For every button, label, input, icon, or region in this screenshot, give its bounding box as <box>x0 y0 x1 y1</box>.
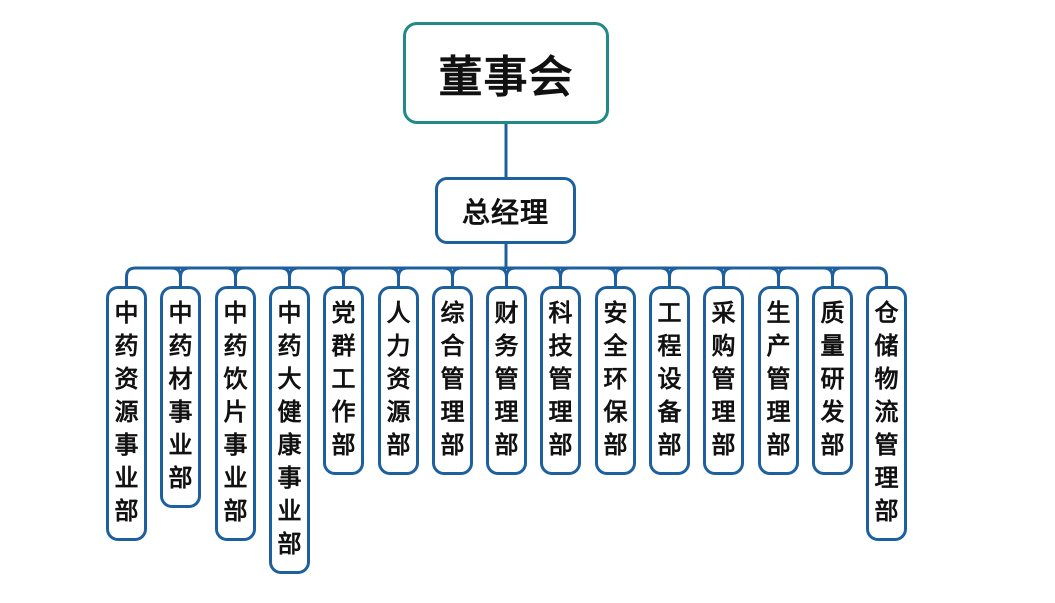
connector-drop <box>171 266 182 287</box>
dept-label: 采购管理部 <box>711 299 736 459</box>
dept-label: 质量研发部 <box>820 299 845 459</box>
dept-node-quality-rd: 质量研发部 <box>812 286 853 475</box>
dept-label: 安全环保部 <box>603 299 628 459</box>
dept-label: 党群工作部 <box>331 299 356 459</box>
dept-node-general-management: 综合管理部 <box>432 286 473 475</box>
connector-drop-curve <box>234 266 245 278</box>
board-node: 董事会 <box>403 22 609 124</box>
general-manager-node: 总经理 <box>435 177 576 244</box>
connector-drop <box>226 266 237 287</box>
dept-node-engineering-equipment: 工程设备部 <box>649 286 690 475</box>
connector-drop-curve <box>559 266 570 278</box>
connector-drop-curve <box>451 266 462 278</box>
dept-label: 工程设备部 <box>657 299 682 459</box>
general-manager-label: 总经理 <box>461 195 549 229</box>
board-label: 董事会 <box>438 52 574 103</box>
dept-node-traditional-medicine-resources: 中药资源事业部 <box>106 286 147 541</box>
dept-label: 中药资源事业部 <box>114 299 139 525</box>
connector-drop <box>389 266 400 287</box>
dept-node-technology: 科技管理部 <box>540 286 581 475</box>
connector-drop-curve <box>831 266 842 278</box>
dept-label: 科技管理部 <box>548 299 573 459</box>
dept-label: 仓储物流管理部 <box>874 299 899 525</box>
connector-drop-right-end <box>877 266 888 287</box>
connector-drop-curve <box>288 266 299 278</box>
dept-label: 中药饮片事业部 <box>223 299 248 525</box>
dept-node-safety-environment: 安全环保部 <box>595 286 636 475</box>
connector-drop-curve <box>777 266 788 278</box>
connector-drop <box>443 266 454 287</box>
connector-drop <box>769 266 780 287</box>
dept-label: 人力资源部 <box>386 299 411 459</box>
dept-node-warehouse-logistics: 仓储物流管理部 <box>866 286 907 541</box>
connector-drop <box>497 266 508 287</box>
dept-node-human-resources: 人力资源部 <box>378 286 419 475</box>
connector-drop-curve <box>397 266 408 278</box>
connector-drop-curve <box>614 266 625 278</box>
dept-label: 中药材事业部 <box>168 299 193 492</box>
connector-drop <box>334 266 345 287</box>
dept-node-procurement: 采购管理部 <box>703 286 744 475</box>
connector-drop-curve <box>179 266 190 278</box>
connector-drop <box>280 266 291 287</box>
connector-drop-curve <box>722 266 733 278</box>
connector-drop-left-end <box>125 266 136 287</box>
dept-label: 中药大健康事业部 <box>277 299 302 558</box>
dept-node-party-affairs: 党群工作部 <box>323 286 364 475</box>
dept-node-decoction-pieces: 中药饮片事业部 <box>215 286 256 541</box>
connector-drop <box>823 266 834 287</box>
connector-drop <box>606 266 617 287</box>
dept-node-big-health: 中药大健康事业部 <box>269 286 310 574</box>
dept-label: 财务管理部 <box>494 299 519 459</box>
connector-drop-curve <box>342 266 353 278</box>
connector-drop <box>551 266 562 287</box>
dept-label: 生产管理部 <box>766 299 791 459</box>
dept-node-production: 生产管理部 <box>758 286 799 475</box>
dept-node-finance: 财务管理部 <box>486 286 527 475</box>
connector-drop-curve <box>668 266 679 278</box>
connector-drop <box>660 266 671 287</box>
connector-drop-curve <box>505 266 516 278</box>
dept-node-herbal-materials: 中药材事业部 <box>160 286 201 508</box>
connector-drop <box>714 266 725 287</box>
dept-label: 综合管理部 <box>440 299 465 459</box>
